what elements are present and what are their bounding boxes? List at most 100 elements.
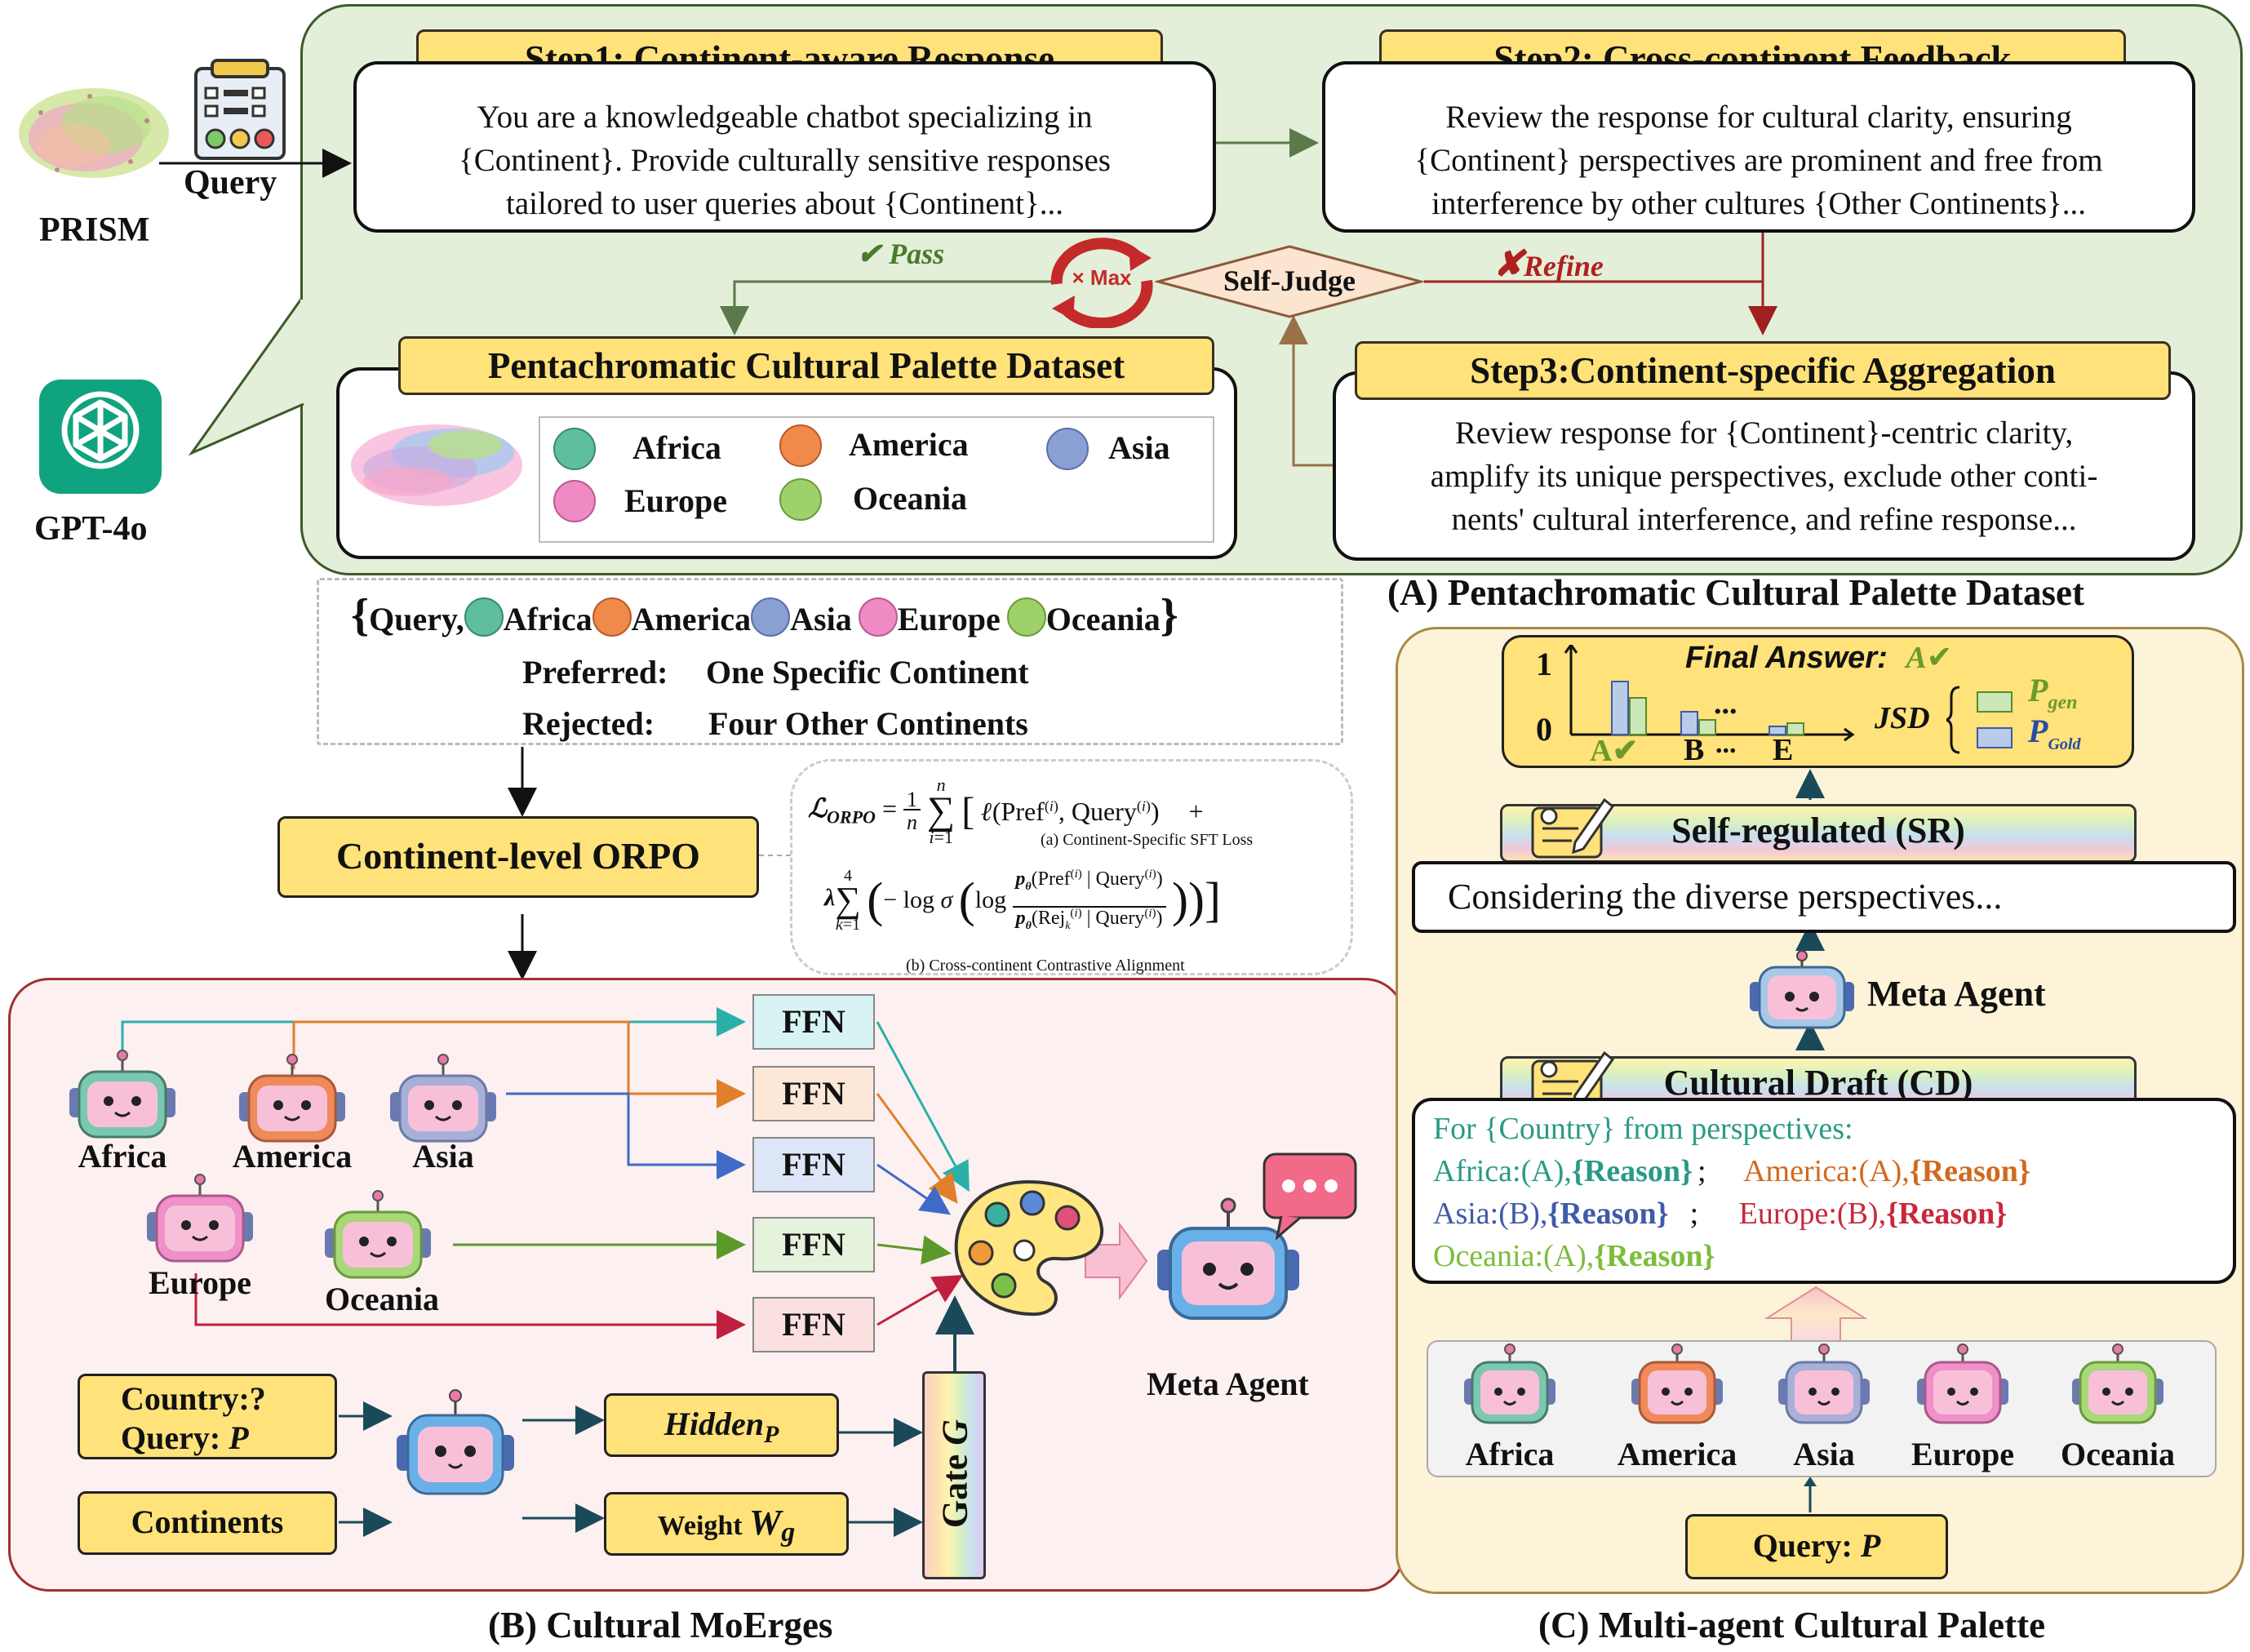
panel-a-caption: (A) Pentachromatic Cultural Palette Data… (1387, 572, 2084, 613)
legend-dot-oceania (779, 478, 822, 521)
panel-b-caption: (B) Cultural MoErges (488, 1605, 833, 1645)
continents-box: Continents (78, 1491, 337, 1555)
step3-title: Step3:Continent-specific Aggregation (1355, 341, 2171, 400)
legend-label-europe: Europe (624, 482, 727, 519)
orpo-arrows (508, 747, 792, 980)
robot-europe-icon (147, 1174, 253, 1263)
robot-c-america-icon (1631, 1343, 1723, 1424)
robot-c-africa-label: Africa (1465, 1436, 1555, 1472)
cd-title: Cultural Draft (CD) (1663, 1063, 1973, 1103)
robot-america-icon (239, 1054, 345, 1143)
axis-top-label: 1 (1536, 646, 1552, 682)
prism-label: PRISM (39, 211, 150, 249)
step3-line: nents' cultural interference, and refine… (1451, 502, 2077, 537)
gate-g-bar (922, 1371, 986, 1579)
self-judge-diamond (1155, 245, 1424, 318)
tick-b-label: B (1684, 733, 1705, 767)
robot-oceania-icon (325, 1190, 431, 1279)
robot-asia-label: Asia (412, 1138, 474, 1175)
jsd-brace (1946, 686, 2013, 754)
legend-dot-europe (553, 480, 596, 522)
query-label: Query (184, 164, 277, 202)
step1-line: {Continent}. Provide culturally sensitiv… (459, 143, 1111, 178)
dataset-legend (539, 416, 1214, 543)
query-p-box-c: Query: P (1685, 1514, 1948, 1579)
tick-a-label: A✔ (1590, 734, 1639, 768)
draft-row: Asia:(B),{Reason}; Europe:(B),{Reason} (1433, 1197, 2008, 1231)
self-judge-label: Self-Judge (1223, 264, 1356, 297)
orpo-formula-box (790, 759, 1353, 975)
axis-zero-label: 0 (1536, 711, 1552, 748)
robot-oceania-label: Oceania (325, 1281, 439, 1317)
ffn-box: FFN (752, 1137, 875, 1192)
panel-c-caption: (C) Multi-agent Cultural Palette (1538, 1605, 2046, 1645)
meta-agent-robot-icon (1157, 1197, 1299, 1320)
panel-a-connectors (159, 128, 1777, 467)
robot-c-europe-label: Europe (1911, 1436, 2014, 1472)
step2-box: Review the response for cultural clarity… (1322, 61, 2195, 233)
sr-note-icon (1531, 797, 1615, 859)
ffn-box: FFN (752, 994, 875, 1050)
weight-wg-box: Weight Wg (604, 1492, 849, 1556)
rejected-value: Four Other Continents (708, 705, 1028, 742)
pass-label: ✔ Pass (857, 238, 945, 270)
p-gold-label: PGold (2028, 713, 2081, 753)
check-icon: ✔ (857, 238, 882, 270)
query-up-arrow (1804, 1477, 1817, 1512)
meta-agent-label-b: Meta Agent (1147, 1366, 1309, 1402)
meta-agent-robot-c-icon (1750, 950, 1854, 1029)
max-label: × Max (1072, 265, 1132, 290)
robot-c-oceania-label: Oceania (2061, 1436, 2175, 1472)
palette-icon (954, 1179, 1104, 1317)
router-robot-icon (397, 1389, 514, 1495)
step1-line: You are a knowledgeable chatbot speciali… (477, 100, 1093, 135)
orpo-box: Continent-level ORPO (277, 816, 759, 898)
step3-line: Review response for {Continent}-centric … (1454, 415, 2074, 451)
gpt-logo (39, 380, 162, 494)
robot-c-africa-icon (1464, 1343, 1555, 1424)
jsd-label: JSD (1875, 701, 1930, 735)
gpt-label: GPT-4o (34, 510, 148, 548)
robot-c-oceania-icon (2072, 1343, 2163, 1424)
check-icon: ✔ (1926, 641, 1953, 675)
questionnaire-icon (194, 59, 286, 160)
sr-title: Self-regulated (SR) (1671, 810, 1965, 850)
legend-dot-africa (553, 428, 596, 470)
country-query-box: Country:? Query: P (78, 1374, 337, 1459)
rainbow-up-arrow (1764, 1286, 1868, 1342)
step2-line: {Continent} perspectives are prominent a… (1414, 143, 2103, 178)
rejected-label: Rejected: (522, 705, 655, 742)
tick-e-label: E (1773, 733, 1794, 767)
meta-agent-label-c: Meta Agent (1867, 974, 2046, 1014)
ffn-box: FFN (752, 1066, 875, 1121)
legend-label-africa: Africa (632, 429, 721, 466)
robot-asia-icon (390, 1054, 496, 1143)
legend-label-america: America (849, 426, 969, 463)
dataset-title: Pentachromatic Cultural Palette Dataset (398, 336, 1214, 395)
final-answer-box (1502, 635, 2134, 768)
final-answer-label: Final Answer: A✔ (1685, 641, 1953, 675)
step3-line: amplify its unique perspectives, exclude… (1430, 459, 2098, 494)
sft-note: (a) Continent-Specific SFT Loss (1041, 831, 1254, 849)
cross-icon: ✘ (1493, 244, 1524, 284)
draft-header: For {Country} from perspectives: (1433, 1112, 1853, 1146)
step2-line: interference by other cultures {Other Co… (1431, 186, 2086, 221)
pref-dot-oceania (1006, 597, 1046, 637)
panel-b-connectors (121, 1007, 1148, 1537)
dots-label: ... (1714, 686, 1737, 721)
cultural-draft-box: For {Country} from perspectives: Africa:… (1412, 1098, 2236, 1284)
step1-box: You are a knowledgeable chatbot speciali… (353, 61, 1216, 233)
cca-note: (b) Cross-continent Contrastive Alignmen… (906, 957, 1185, 975)
draft-row: Oceania:(A),{Reason} (1433, 1239, 1715, 1273)
prism-scatter-image (19, 88, 169, 178)
step1-line: tailored to user queries about {Continen… (506, 186, 1063, 221)
max-loop-icon (1050, 238, 1153, 328)
tick-dots-label: ... (1715, 729, 1737, 759)
refine-label: ✘Refine (1493, 244, 1604, 284)
robot-c-america-label: America (1617, 1436, 1737, 1472)
chat-bubble-icon (1263, 1152, 1357, 1241)
robot-africa-icon (69, 1050, 175, 1139)
ffn-box: FFN (752, 1297, 875, 1352)
